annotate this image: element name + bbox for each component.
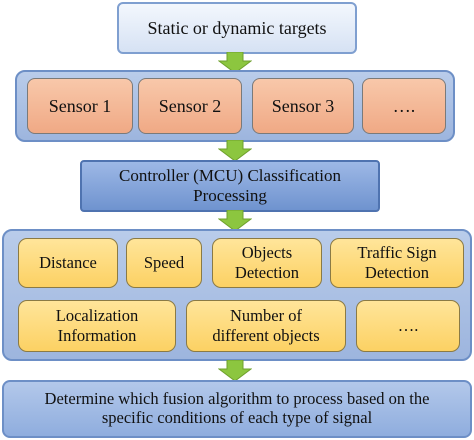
feature-traffic-line1: Traffic Sign: [357, 243, 437, 263]
feature-more-box: ….: [356, 300, 460, 352]
fusion-label-line1: Determine which fusion algorithm to proc…: [44, 389, 430, 409]
feature-number-objects-box: Number of different objects: [186, 300, 346, 352]
sensor-more-label: ….: [392, 95, 416, 116]
targets-box: Static or dynamic targets: [117, 2, 357, 54]
mcu-label-line2: Processing: [193, 186, 267, 205]
feature-number-line1: Number of: [230, 306, 302, 326]
feature-localization-line1: Localization: [55, 306, 139, 326]
feature-objects-line2: Detection: [234, 263, 300, 282]
down-arrow-icon: [218, 140, 252, 162]
feature-objects-detection-box: Objects Detection: [212, 238, 322, 288]
down-arrow-icon: [218, 210, 252, 232]
feature-traffic-sign-box: Traffic Sign Detection: [330, 238, 464, 288]
targets-label: Static or dynamic targets: [147, 17, 327, 38]
fusion-decision-box: Determine which fusion algorithm to proc…: [2, 380, 472, 438]
sensor-3-label: Sensor 3: [271, 95, 335, 116]
sensor-2-box: Sensor 2: [138, 78, 242, 134]
mcu-label-line1: Controller (MCU) Classification: [119, 166, 341, 186]
sensor-2-label: Sensor 2: [158, 95, 222, 116]
feature-more-label: ….: [397, 316, 419, 336]
feature-speed-box: Speed: [126, 238, 202, 288]
feature-speed-label: Speed: [143, 253, 185, 273]
down-arrow-icon: [218, 360, 252, 382]
down-arrow-icon: [218, 52, 252, 74]
sensor-1-label: Sensor 1: [48, 95, 112, 116]
mcu-processing-box: Controller (MCU) Classification Processi…: [80, 160, 380, 212]
feature-localization-box: Localization Information: [18, 300, 176, 352]
feature-distance-box: Distance: [18, 238, 118, 288]
feature-distance-label: Distance: [39, 253, 97, 273]
sensor-1-box: Sensor 1: [27, 78, 133, 134]
feature-number-line2: different objects: [212, 326, 320, 345]
feature-traffic-line2: Detection: [364, 263, 430, 282]
sensor-more-box: ….: [362, 78, 446, 134]
feature-objects-line1: Objects: [241, 243, 293, 263]
feature-localization-line2: Information: [57, 326, 137, 345]
sensor-3-box: Sensor 3: [252, 78, 354, 134]
fusion-label-line2: specific conditions of each type of sign…: [101, 408, 373, 427]
